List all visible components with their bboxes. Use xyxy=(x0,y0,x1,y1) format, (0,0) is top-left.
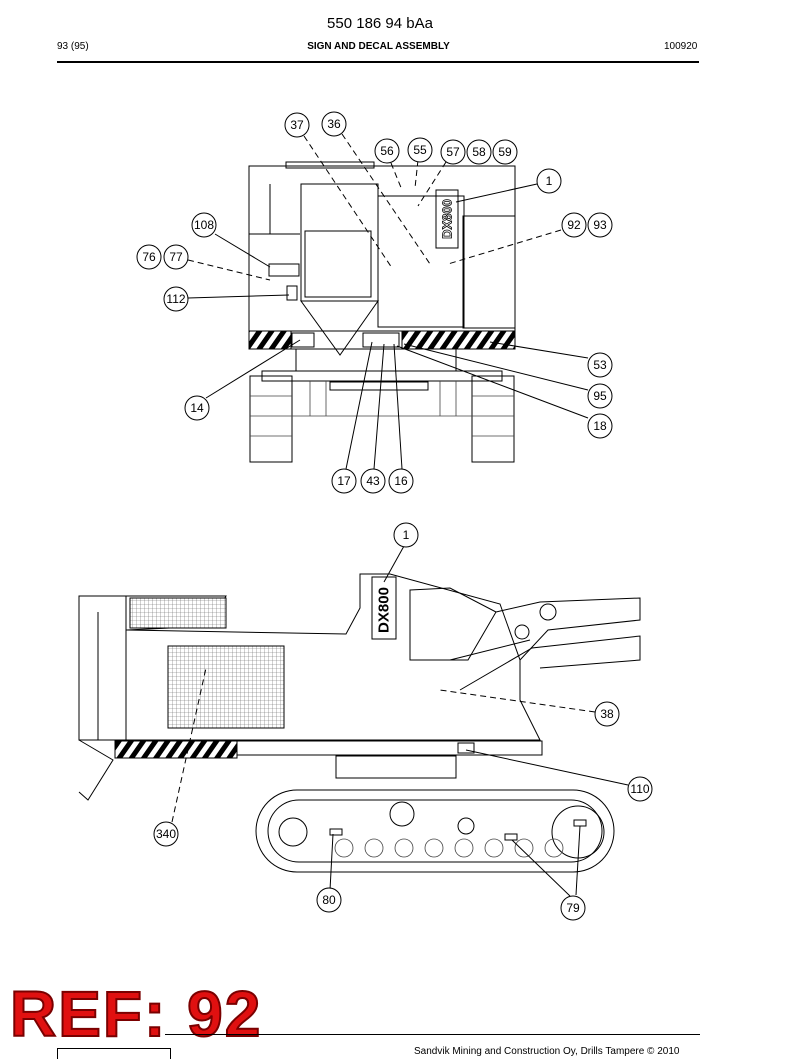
callout-53: 53 xyxy=(587,352,613,378)
svg-text:36: 36 xyxy=(327,117,341,131)
side-crawler-track xyxy=(255,789,615,873)
svg-text:112: 112 xyxy=(166,292,185,306)
callout-110: 110 xyxy=(627,776,653,802)
svg-text:108: 108 xyxy=(194,218,214,232)
rear-view-callouts: 37 36 56 55 57 58 59 1 108 92 93 76 77 1… xyxy=(136,111,613,494)
decal-110-plate xyxy=(457,742,475,754)
svg-text:79: 79 xyxy=(566,901,580,915)
callout-37: 37 xyxy=(284,112,310,138)
side-top-grille xyxy=(129,597,227,629)
callout-77: 77 xyxy=(163,244,189,270)
svg-text:76: 76 xyxy=(142,250,156,264)
decal-112-plate xyxy=(286,285,298,301)
callout-92: 92 xyxy=(561,212,587,238)
callout-80: 80 xyxy=(316,887,342,913)
callout-76: 76 xyxy=(136,244,162,270)
svg-text:93: 93 xyxy=(593,218,607,232)
svg-text:56: 56 xyxy=(380,144,394,158)
callout-16: 16 xyxy=(388,468,414,494)
callout-36: 36 xyxy=(321,111,347,137)
svg-text:92: 92 xyxy=(567,218,581,232)
hazard-stripe-right xyxy=(401,330,516,350)
side-main-grille xyxy=(167,645,285,729)
rear-view-leaders xyxy=(187,133,589,470)
svg-text:110: 110 xyxy=(630,782,649,796)
side-model-decal-text: DX800 xyxy=(376,587,393,633)
callout-17: 17 xyxy=(331,468,357,494)
revision-date: 100920 xyxy=(664,41,698,52)
decal-79-plate-b xyxy=(573,819,587,827)
callout-57: 57 xyxy=(440,139,466,165)
side-cab xyxy=(409,587,497,661)
rear-cabinet-door xyxy=(304,230,372,298)
svg-text:55: 55 xyxy=(413,143,427,157)
page-title: SIGN AND DECAL ASSEMBLY xyxy=(307,41,450,52)
rear-panel xyxy=(377,195,465,328)
hazard-stripe-left xyxy=(248,330,292,350)
callout-1-top: 1 xyxy=(536,168,562,194)
callout-340: 340 xyxy=(153,821,179,847)
svg-text:43: 43 xyxy=(366,474,380,488)
svg-text:18: 18 xyxy=(593,419,607,433)
side-view-leaders xyxy=(171,545,629,897)
svg-text:17: 17 xyxy=(337,474,351,488)
callout-112: 112 xyxy=(163,286,189,312)
side-front-frame xyxy=(78,595,127,741)
side-model-decal-frame xyxy=(371,576,397,640)
callout-93: 93 xyxy=(587,212,613,238)
footer-rule xyxy=(165,1034,700,1035)
svg-text:95: 95 xyxy=(593,389,607,403)
rear-body-outline xyxy=(248,165,516,332)
callout-108: 108 xyxy=(191,212,217,238)
side-body-outline xyxy=(125,573,541,741)
side-view-callouts: 1 38 110 340 80 79 xyxy=(153,522,653,921)
rear-hopper xyxy=(300,300,379,356)
callout-1-side: 1 xyxy=(393,522,419,548)
callout-79: 79 xyxy=(560,895,586,921)
svg-text:37: 37 xyxy=(290,118,304,132)
callout-43: 43 xyxy=(360,468,386,494)
callout-59: 59 xyxy=(492,139,518,165)
decal-79-plate-a xyxy=(504,833,518,841)
svg-text:16: 16 xyxy=(394,474,408,488)
svg-text:1: 1 xyxy=(403,528,410,542)
side-view-drawing: DX800 xyxy=(78,573,641,873)
svg-text:77: 77 xyxy=(169,250,183,264)
svg-text:58: 58 xyxy=(472,145,486,159)
page-number: 93 (95) xyxy=(57,41,89,52)
svg-text:57: 57 xyxy=(446,145,460,159)
decal-80-plate xyxy=(329,828,343,836)
rear-model-decal-text: DX800 xyxy=(440,199,455,239)
reference-stamp: REF: 92 xyxy=(9,978,263,1050)
left-track xyxy=(249,375,293,463)
callout-56: 56 xyxy=(374,138,400,164)
document-number: 550 186 94 bAa xyxy=(327,15,433,32)
footer-logo-box xyxy=(57,1048,171,1059)
callout-14: 14 xyxy=(184,395,210,421)
callout-58: 58 xyxy=(466,139,492,165)
right-track xyxy=(471,375,515,463)
header-rule xyxy=(57,61,699,63)
svg-text:59: 59 xyxy=(498,145,512,159)
svg-text:53: 53 xyxy=(593,358,607,372)
svg-text:14: 14 xyxy=(190,401,204,415)
footer-copyright: Sandvik Mining and Construction Oy, Dril… xyxy=(414,1046,680,1057)
callout-55: 55 xyxy=(407,137,433,163)
rear-model-decal-frame xyxy=(435,189,459,249)
svg-text:340: 340 xyxy=(156,827,176,841)
rear-roof-cap xyxy=(285,161,375,169)
callout-95: 95 xyxy=(587,383,613,409)
rear-cabinet xyxy=(300,183,379,302)
callout-18: 18 xyxy=(587,413,613,439)
side-hazard-stripe xyxy=(114,740,238,759)
svg-text:1: 1 xyxy=(546,174,553,188)
rear-view-drawing: DX800 xyxy=(248,161,516,463)
svg-text:38: 38 xyxy=(600,707,614,721)
decal-108-plate xyxy=(268,263,300,277)
svg-text:80: 80 xyxy=(322,893,336,907)
callout-38: 38 xyxy=(594,701,620,727)
